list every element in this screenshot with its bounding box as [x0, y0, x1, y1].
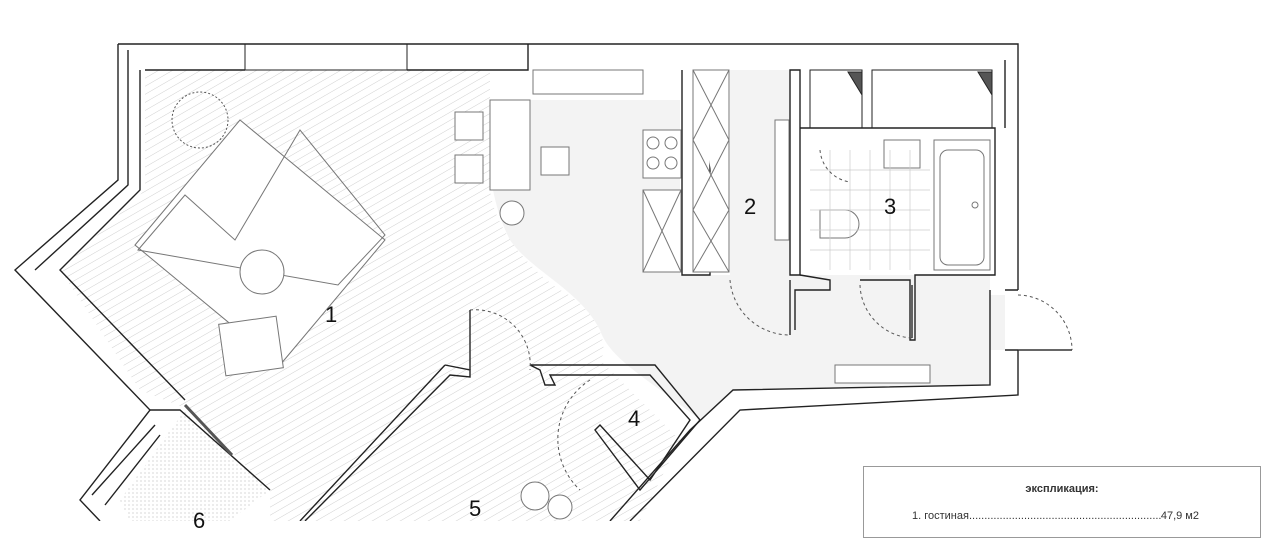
legend-item-area: 47,9 м2	[1160, 510, 1199, 522]
legend-title: экспликация:	[1025, 483, 1099, 495]
windows	[244, 43, 993, 129]
legend-item: 1. гостиная 47,9 м2	[912, 510, 1199, 522]
floor-plan	[13, 43, 1073, 521]
room-number-1: 1	[325, 302, 338, 327]
room-number-4: 4	[628, 406, 641, 431]
legend-box: экспликация: 1. гостиная 47,9 м2	[863, 466, 1261, 538]
bathroom-tiles	[810, 150, 930, 270]
legend-item-label: 1. гостиная	[912, 510, 969, 522]
room-number-3: 3	[884, 194, 897, 219]
furniture	[134, 69, 991, 520]
room-number-6: 6	[193, 508, 206, 533]
doors	[183, 280, 1072, 457]
door-swings	[469, 149, 1073, 491]
room-number-5: 5	[469, 496, 482, 521]
room-number-2: 2	[744, 194, 757, 219]
entry-floor	[990, 295, 1005, 350]
walls	[13, 43, 1019, 521]
legend-leader-dots	[969, 510, 1161, 522]
balcony-floor	[120, 410, 270, 521]
hall-floor	[490, 100, 990, 420]
